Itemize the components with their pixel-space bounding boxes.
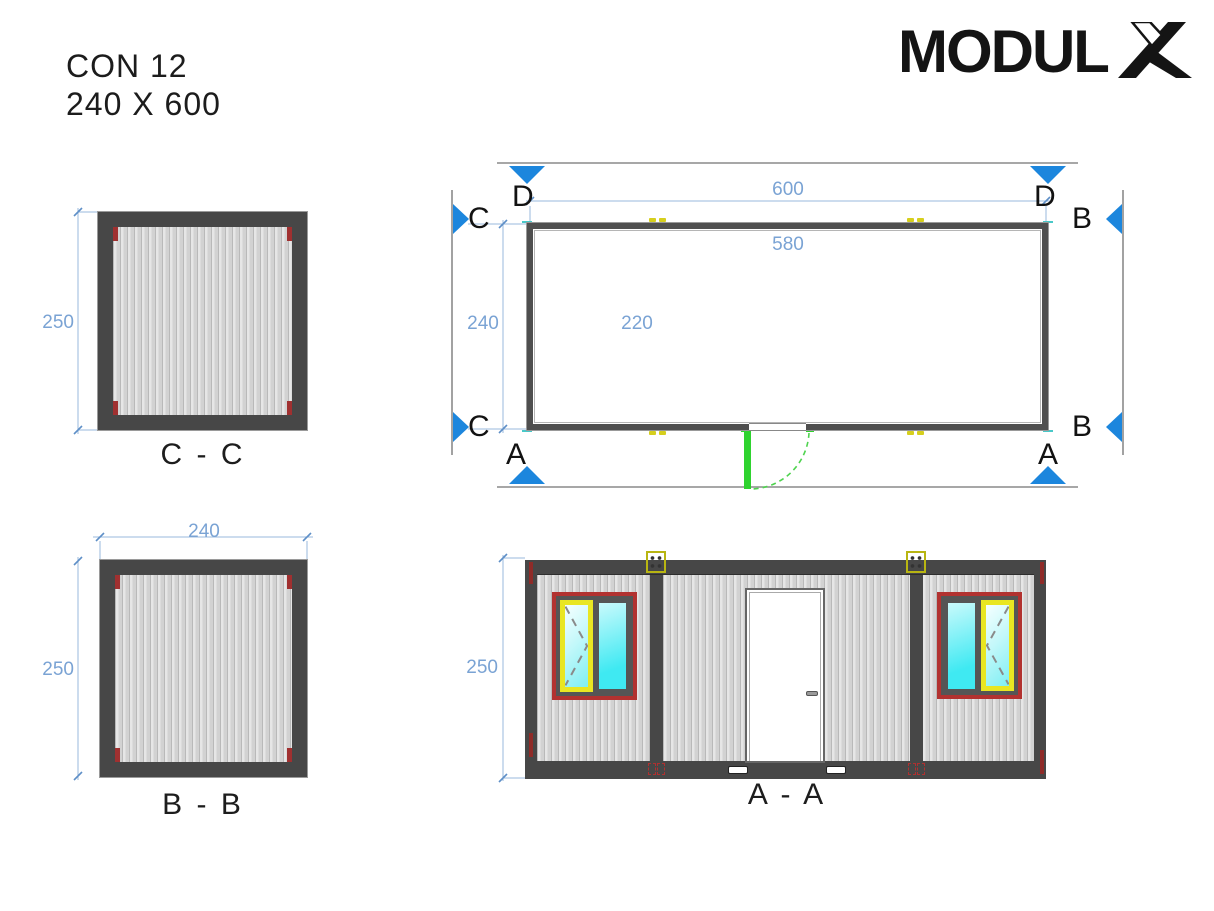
plan-dim-600: 600 xyxy=(772,179,804,200)
section-cc-infill xyxy=(113,227,292,415)
plan-label-c-top: C xyxy=(468,202,490,235)
casement-symbol-right xyxy=(565,605,588,687)
door-handle xyxy=(806,691,818,696)
plan-label-a-right: A xyxy=(1038,438,1059,471)
aa-view-label: A - A xyxy=(747,778,827,811)
arrow-b-top-icon xyxy=(1106,204,1122,234)
logo-x-stroke-solid xyxy=(1117,22,1186,78)
arrow-a-left-icon xyxy=(509,466,545,484)
elevation-post-mid-2 xyxy=(910,575,923,761)
connector-plate-1 xyxy=(646,551,666,573)
elevation-window-2 xyxy=(937,592,1022,699)
door-inner-frame xyxy=(749,592,821,761)
arrow-c-top-icon xyxy=(453,204,469,234)
corner-weld-mark-br xyxy=(1040,750,1044,774)
arrow-c-bottom-icon xyxy=(453,412,469,442)
plan-dim-580: 580 xyxy=(772,234,804,255)
plan-wall-inner-line xyxy=(534,230,1041,423)
base-marker-2 xyxy=(908,763,925,775)
window1-openable-pane xyxy=(560,600,593,692)
bb-dim-240: 240 xyxy=(188,521,220,542)
elevation-door xyxy=(745,588,825,763)
title-model: CON 12 xyxy=(66,48,188,84)
cc-corner-mark-tl xyxy=(113,227,118,241)
elevation-post-left xyxy=(525,560,537,779)
section-bb-view xyxy=(99,559,308,778)
logo-x-stroke-lower xyxy=(1145,51,1192,78)
arrow-d-left-icon xyxy=(509,166,545,184)
elevation-top-rail xyxy=(525,560,1046,575)
plan-label-c-bottom: C xyxy=(468,410,490,443)
plan-corner-ticks xyxy=(522,221,1053,432)
section-cc-view xyxy=(97,211,308,431)
bb-dim-250: 250 xyxy=(42,659,74,680)
window1-fixed-glass xyxy=(599,603,626,689)
base-marker-1 xyxy=(648,763,665,775)
window2-fixed-glass xyxy=(948,603,975,689)
title-size: 240 X 600 xyxy=(66,85,221,122)
logo-x-stroke-outline xyxy=(1130,22,1164,48)
door-swing-arc xyxy=(750,432,810,490)
elevation-window-1 xyxy=(552,592,637,700)
cc-corner-mark-br xyxy=(287,401,292,415)
plan-door xyxy=(741,423,814,490)
elevation-post-mid-1 xyxy=(650,575,663,761)
cc-corner-mark-bl xyxy=(113,401,118,415)
cc-view-label: C - C xyxy=(160,438,246,471)
plan-label-b-top: B xyxy=(1072,202,1093,235)
arrow-b-bottom-icon xyxy=(1106,412,1122,442)
plan-dim-240: 240 xyxy=(467,313,499,334)
window2-fixed-pane xyxy=(945,600,978,692)
arrow-d-right-icon xyxy=(1030,166,1066,184)
window1-openable-glass xyxy=(565,605,588,687)
bb-corner-mark-br xyxy=(287,748,292,762)
bb-view-label: B - B xyxy=(162,788,244,821)
arrow-a-right-icon xyxy=(1030,466,1066,484)
logo-x-glyph xyxy=(1117,22,1192,78)
sheet-title: CON 12 240 X 600 xyxy=(66,48,221,124)
elevation-bottom-rail xyxy=(525,761,1046,779)
plan-label-d-left: D xyxy=(512,180,534,213)
bb-corner-mark-tr xyxy=(287,575,292,589)
base-vent-right xyxy=(826,766,846,774)
corner-weld-mark-bl xyxy=(529,733,533,757)
plan-door-opening xyxy=(749,423,806,431)
section-cut-lines xyxy=(451,162,1124,488)
window2-openable-pane xyxy=(981,600,1014,691)
bb-corner-mark-bl xyxy=(115,748,120,762)
logo-x-icon: X xyxy=(1110,22,1194,78)
section-arrows xyxy=(453,166,1122,484)
aa-dim-250: 250 xyxy=(466,657,498,678)
plan-dim-220: 220 xyxy=(621,313,653,334)
base-vent-left xyxy=(728,766,748,774)
window2-openable-glass xyxy=(986,605,1009,686)
brand-logo: MODUL X xyxy=(898,22,1194,82)
bb-corner-mark-tl xyxy=(115,575,120,589)
plan-label-d-right: D xyxy=(1034,180,1056,213)
section-bb-infill xyxy=(115,575,292,762)
connector-plate-2 xyxy=(906,551,926,573)
casement-symbol-left xyxy=(986,605,1009,686)
plan-label-b-bottom: B xyxy=(1072,410,1093,443)
elevation-post-right xyxy=(1034,560,1046,779)
plan-label-a-left: A xyxy=(506,438,527,471)
logo-text: MODUL xyxy=(898,18,1110,85)
window1-fixed-pane xyxy=(596,600,629,692)
corner-weld-mark-tl xyxy=(529,562,533,584)
corner-weld-mark-tr xyxy=(1040,562,1044,584)
cc-corner-mark-tr xyxy=(287,227,292,241)
door-leaf xyxy=(744,431,751,489)
cc-dim-250: 250 xyxy=(42,312,74,333)
